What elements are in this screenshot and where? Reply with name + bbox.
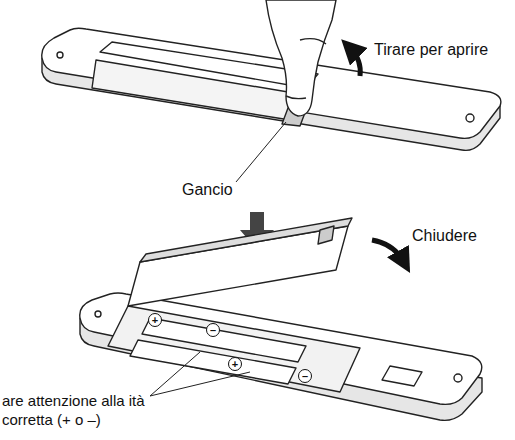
leader-line — [236, 122, 286, 182]
hand — [266, 0, 336, 116]
polarity-mark: + — [228, 357, 242, 371]
polarity-mark: – — [298, 369, 312, 383]
close-arrow — [372, 240, 404, 262]
pull-arrow — [350, 48, 360, 76]
callout-label: are attenzione alla ità corretta (+ o –) — [2, 392, 148, 430]
callout-label: Tirare per aprire — [374, 40, 488, 60]
callout-label: Gancio — [182, 180, 233, 200]
leader-line — [150, 352, 200, 396]
callout-label: Chiudere — [412, 226, 477, 246]
remote-top — [42, 28, 501, 150]
polarity-mark: + — [148, 313, 162, 327]
remote-bottom — [80, 218, 482, 420]
polarity-mark: – — [206, 323, 220, 337]
leader-line — [150, 372, 250, 396]
